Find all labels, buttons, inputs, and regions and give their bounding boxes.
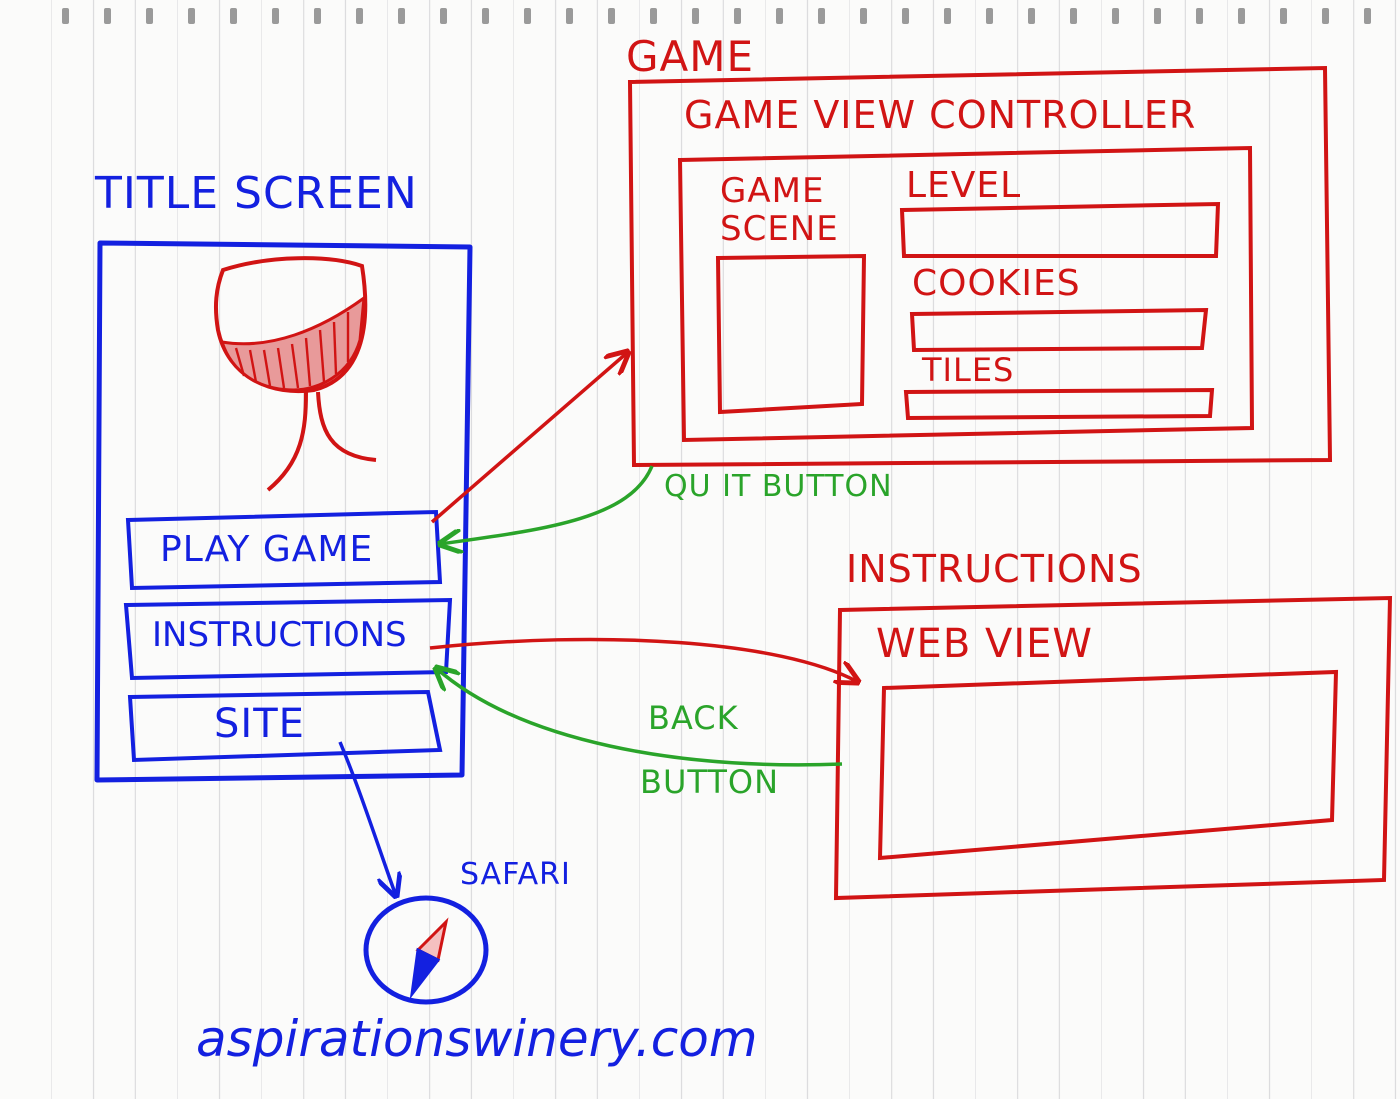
game-view-controller-frame bbox=[677, 145, 1255, 443]
quit-button-label: QU IT BUTTON bbox=[664, 469, 893, 504]
binding-ring bbox=[62, 8, 69, 24]
play-game-button[interactable]: PLAY GAME bbox=[160, 529, 374, 570]
compass-icon bbox=[363, 895, 489, 1005]
game-scene-label-line1: GAME bbox=[720, 171, 825, 211]
safari-label: SAFARI bbox=[460, 857, 571, 892]
binding-ring bbox=[566, 8, 573, 24]
binding-ring bbox=[776, 8, 783, 24]
back-button-label-line1: BACK bbox=[648, 699, 739, 737]
binding-ring bbox=[188, 8, 195, 24]
binding-ring bbox=[314, 8, 321, 24]
back-button-arrow bbox=[436, 668, 843, 767]
binding-ring bbox=[398, 8, 405, 24]
binding-ring bbox=[1070, 8, 1077, 24]
game-view-controller-label: GAME VIEW CONTROLLER bbox=[684, 93, 1197, 137]
binding-ring bbox=[104, 8, 111, 24]
website-url[interactable]: aspirationswinery.com bbox=[196, 1010, 758, 1068]
game-heading: GAME bbox=[626, 32, 755, 81]
site-button[interactable]: SITE bbox=[214, 701, 305, 747]
binding-ring bbox=[1196, 8, 1203, 24]
cookies-field-box bbox=[909, 307, 1209, 353]
binding-ring bbox=[482, 8, 489, 24]
play-to-game-arrow bbox=[430, 352, 628, 524]
binding-ring bbox=[1280, 8, 1287, 24]
back-button-label-line2: BUTTON bbox=[640, 763, 780, 801]
site-to-safari-arrow bbox=[338, 741, 396, 896]
binding-ring bbox=[272, 8, 279, 24]
binding-ring bbox=[986, 8, 993, 24]
instructions-to-webview-arrow bbox=[429, 637, 858, 682]
game-scene-box bbox=[715, 253, 867, 415]
binding-ring bbox=[902, 8, 909, 24]
binding-ring bbox=[1154, 8, 1161, 24]
instructions-heading: INSTRUCTIONS bbox=[846, 547, 1143, 591]
game-frame bbox=[627, 65, 1333, 468]
binding-ring bbox=[818, 8, 825, 24]
title-screen-frame bbox=[94, 240, 473, 783]
web-view-box bbox=[877, 669, 1339, 861]
quit-button-arrow bbox=[440, 465, 654, 544]
binding-ring bbox=[1322, 8, 1329, 24]
wine-glass-icon bbox=[213, 256, 377, 492]
binding-ring bbox=[692, 8, 699, 24]
play-game-button-frame bbox=[125, 509, 443, 591]
title-screen-heading: TITLE SCREEN bbox=[95, 168, 418, 219]
binding-ring bbox=[440, 8, 447, 24]
web-view-label: WEB VIEW bbox=[876, 621, 1093, 667]
instructions-button[interactable]: INSTRUCTIONS bbox=[152, 615, 407, 655]
tiles-field-box bbox=[903, 387, 1215, 421]
binding-ring bbox=[356, 8, 363, 24]
binding-ring bbox=[230, 8, 237, 24]
binding-ring bbox=[1028, 8, 1035, 24]
binding-ring bbox=[944, 8, 951, 24]
binding-ring bbox=[1364, 8, 1371, 24]
level-label: LEVEL bbox=[906, 165, 1022, 206]
binding-ring bbox=[860, 8, 867, 24]
binding-ring bbox=[524, 8, 531, 24]
instructions-frame bbox=[833, 595, 1393, 901]
spiral-binding bbox=[0, 0, 1400, 30]
site-button-frame bbox=[127, 689, 443, 763]
cookies-label: COOKIES bbox=[912, 263, 1081, 304]
binding-ring bbox=[608, 8, 615, 24]
game-scene-label-line2: SCENE bbox=[720, 209, 839, 249]
binding-ring bbox=[734, 8, 741, 24]
level-field-box bbox=[899, 201, 1221, 258]
binding-ring bbox=[1238, 8, 1245, 24]
binding-ring bbox=[1112, 8, 1119, 24]
binding-ring bbox=[650, 8, 657, 24]
binding-ring bbox=[146, 8, 153, 24]
tiles-label: TILES bbox=[922, 351, 1015, 389]
